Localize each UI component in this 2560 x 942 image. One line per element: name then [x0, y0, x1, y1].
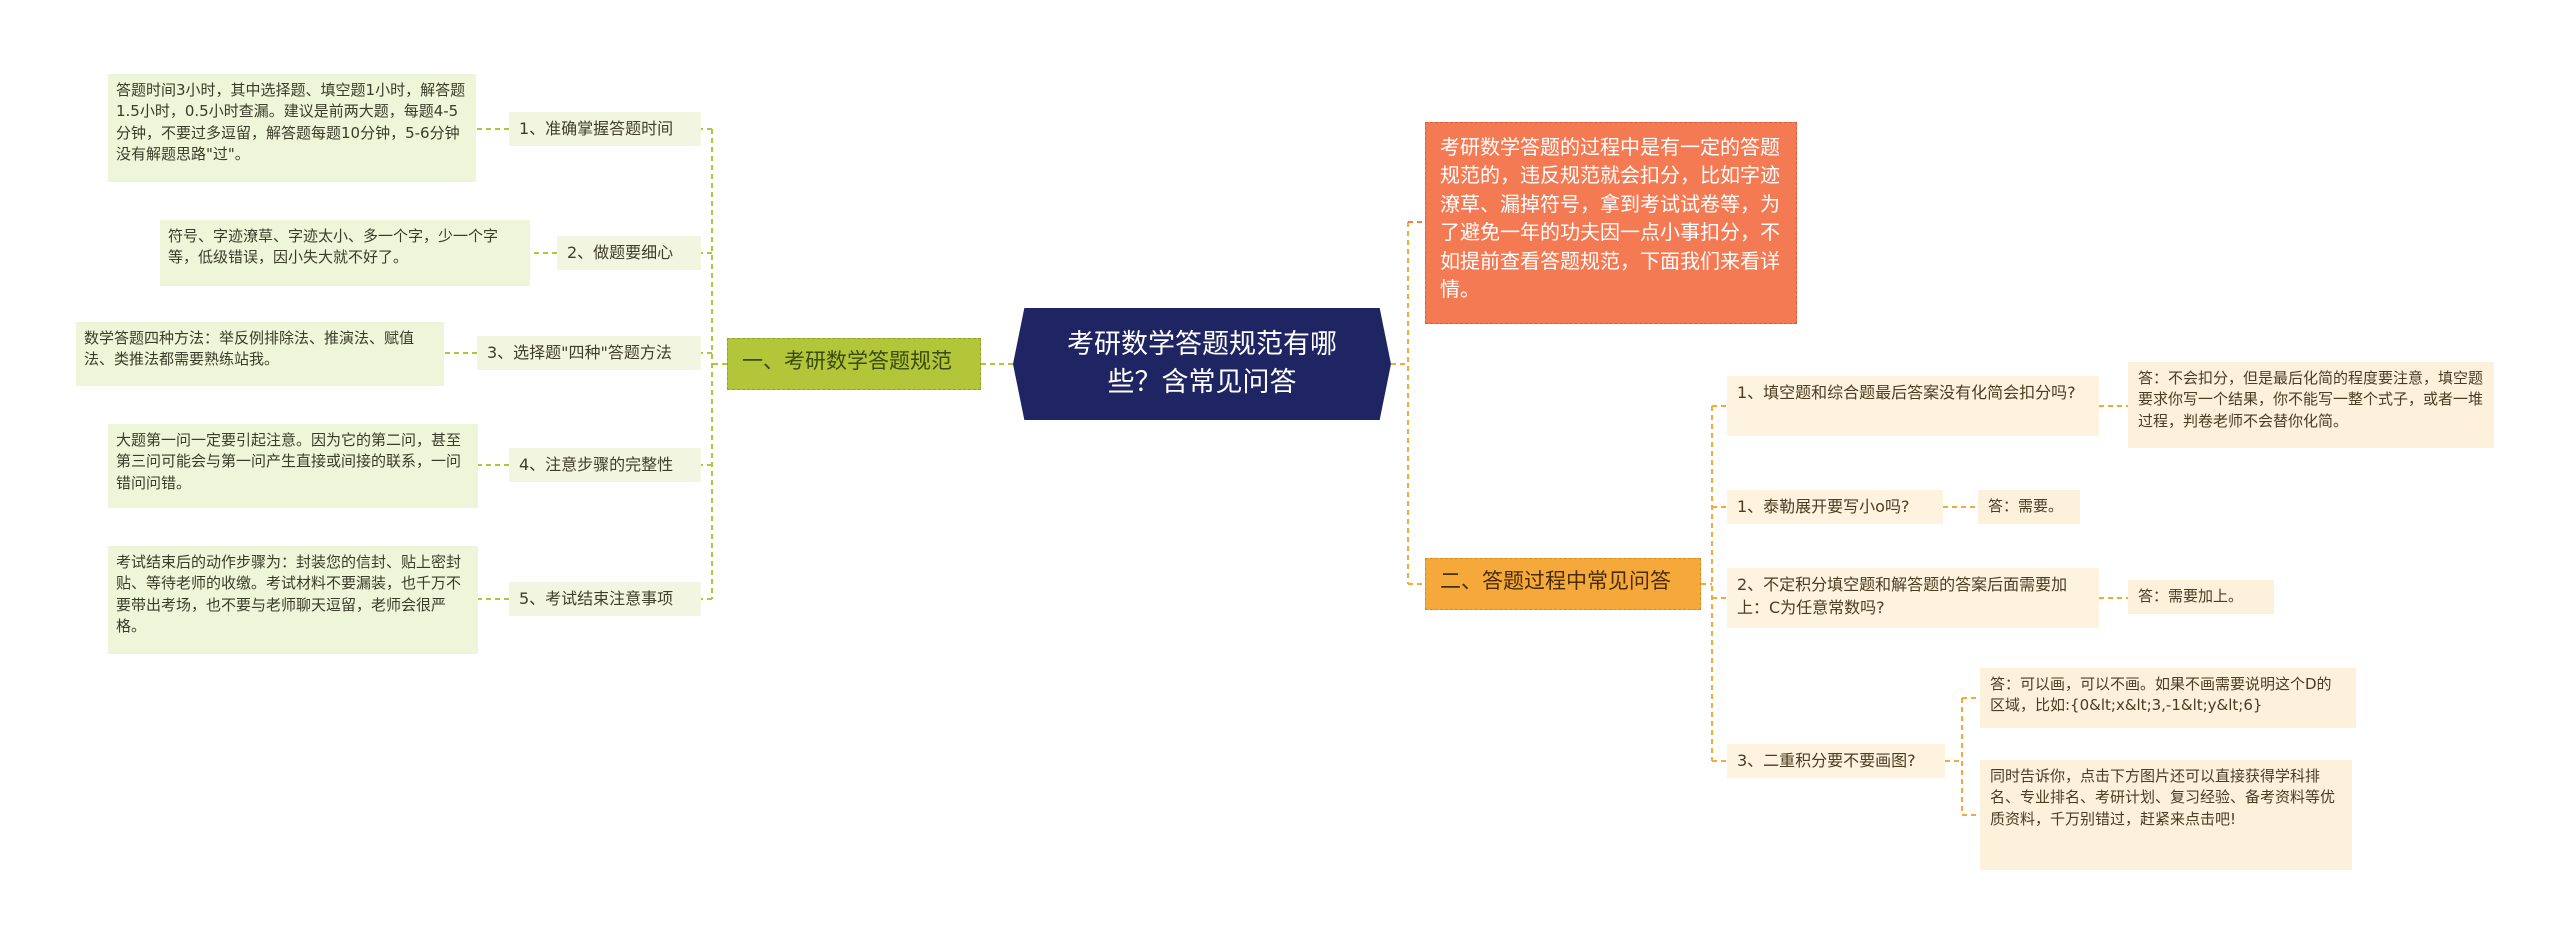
right-answer[interactable]: 答：不会扣分，但是最后化简的程度要注意，填空题要求你写一个结果，你不能写一整个式… — [2128, 362, 2494, 448]
left-detail-text: 数学答题四种方法：举反例排除法、推演法、赋值法、类推法都需要熟练站我。 — [84, 329, 415, 369]
right-subtopic-label: 2、不定积分填空题和解答题的答案后面需要加上：C为任意常数吗? — [1737, 575, 2068, 617]
left-subtopic-label: 1、准确掌握答题时间 — [519, 119, 674, 138]
right-answer[interactable]: 答：可以画，可以不画。如果不画需要说明这个D的区域，比如:{0&lt;x&lt;… — [1980, 668, 2356, 728]
left-branch-label: 一、考研数学答题规范 — [742, 349, 952, 373]
left-subtopic[interactable]: 4、注意步骤的完整性 — [509, 448, 701, 482]
left-subtopic[interactable]: 1、准确掌握答题时间 — [509, 112, 701, 146]
left-subtopic-label: 4、注意步骤的完整性 — [519, 455, 674, 474]
right-answer[interactable]: 答：需要。 — [1978, 490, 2080, 524]
intro-text: 考研数学答题的过程中是有一定的答题规范的，违反规范就会扣分，比如字迹潦草、漏掉符… — [1440, 135, 1780, 301]
right-subtopic[interactable]: 1、填空题和综合题最后答案没有化简会扣分吗? — [1727, 376, 2099, 436]
right-subtopic-label: 3、二重积分要不要画图? — [1737, 751, 1916, 770]
right-answer-text: 答：不会扣分，但是最后化简的程度要注意，填空题要求你写一个结果，你不能写一整个式… — [2138, 369, 2484, 430]
left-detail[interactable]: 数学答题四种方法：举反例排除法、推演法、赋值法、类推法都需要熟练站我。 — [76, 322, 444, 386]
left-detail-text: 考试结束后的动作步骤为：封装您的信封、贴上密封贴、等待老师的收缴。考试材料不要漏… — [116, 553, 462, 635]
right-answer-text: 答：需要。 — [1988, 497, 2064, 515]
right-branch-label: 二、答题过程中常见问答 — [1440, 569, 1671, 593]
root-topic[interactable]: 考研数学答题规范有哪些？含常见问答 — [1013, 308, 1391, 420]
right-answer-text: 同时告诉你，点击下方图片还可以直接获得学科排名、专业排名、考研计划、复习经验、备… — [1990, 767, 2336, 828]
left-branch-topic[interactable]: 一、考研数学答题规范 — [727, 338, 981, 390]
left-detail-text: 符号、字迹潦草、字迹太小、多一个字，少一个字等，低级错误，因小失大就不好了。 — [168, 227, 499, 267]
right-subtopic[interactable]: 3、二重积分要不要画图? — [1727, 744, 1945, 778]
left-detail-text: 大题第一问一定要引起注意。因为它的第二问，甚至第三问可能会与第一问产生直接或间接… — [116, 431, 462, 492]
right-answer[interactable]: 答：需要加上。 — [2128, 580, 2274, 614]
intro-note[interactable]: 考研数学答题的过程中是有一定的答题规范的，违反规范就会扣分，比如字迹潦草、漏掉符… — [1425, 122, 1797, 324]
right-subtopic-label: 1、填空题和综合题最后答案没有化简会扣分吗? — [1737, 383, 2076, 402]
left-subtopic[interactable]: 3、选择题"四种"答题方法 — [477, 336, 701, 370]
right-answer-text: 答：需要加上。 — [2138, 587, 2244, 605]
left-detail[interactable]: 大题第一问一定要引起注意。因为它的第二问，甚至第三问可能会与第一问产生直接或间接… — [108, 424, 478, 508]
left-detail[interactable]: 答题时间3小时，其中选择题、填空题1小时，解答题1.5小时，0.5小时查漏。建议… — [108, 74, 476, 182]
left-detail-text: 答题时间3小时，其中选择题、填空题1小时，解答题1.5小时，0.5小时查漏。建议… — [116, 81, 466, 163]
root-title: 考研数学答题规范有哪些？含常见问答 — [1067, 328, 1337, 398]
right-subtopic[interactable]: 2、不定积分填空题和解答题的答案后面需要加上：C为任意常数吗? — [1727, 568, 2099, 628]
right-subtopic[interactable]: 1、泰勒展开要写小o吗? — [1727, 490, 1943, 524]
left-subtopic-label: 3、选择题"四种"答题方法 — [487, 343, 672, 362]
right-answer-text: 答：可以画，可以不画。如果不画需要说明这个D的区域，比如:{0&lt;x&lt;… — [1990, 675, 2332, 715]
left-detail[interactable]: 考试结束后的动作步骤为：封装您的信封、贴上密封贴、等待老师的收缴。考试材料不要漏… — [108, 546, 478, 654]
right-answer[interactable]: 同时告诉你，点击下方图片还可以直接获得学科排名、专业排名、考研计划、复习经验、备… — [1980, 760, 2352, 870]
left-subtopic[interactable]: 5、考试结束注意事项 — [509, 582, 701, 616]
left-subtopic-label: 5、考试结束注意事项 — [519, 589, 674, 608]
right-subtopic-label: 1、泰勒展开要写小o吗? — [1737, 497, 1910, 516]
left-subtopic-label: 2、做题要细心 — [567, 243, 674, 262]
left-detail[interactable]: 符号、字迹潦草、字迹太小、多一个字，少一个字等，低级错误，因小失大就不好了。 — [160, 220, 530, 286]
right-branch-topic[interactable]: 二、答题过程中常见问答 — [1425, 558, 1701, 610]
left-subtopic[interactable]: 2、做题要细心 — [557, 236, 701, 270]
